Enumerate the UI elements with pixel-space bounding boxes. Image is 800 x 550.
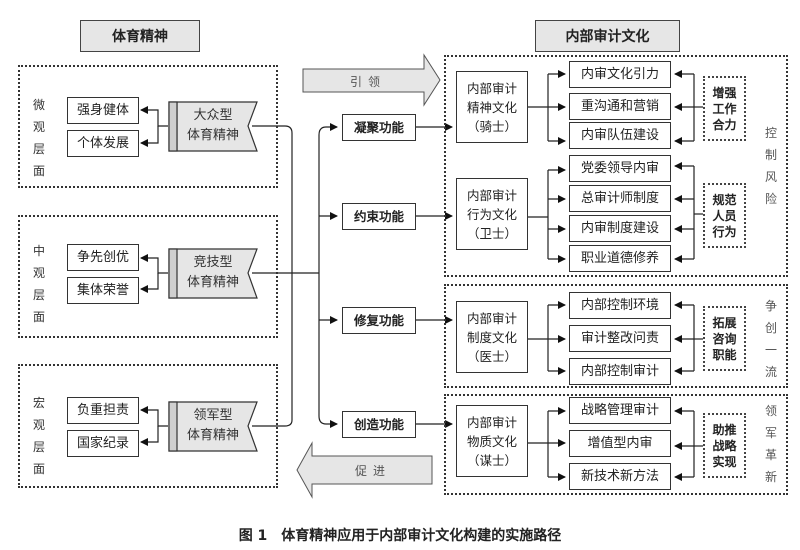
strive-first-class-group <box>444 284 788 388</box>
material-culture-box: 内部审计 物质文化 （谋士） <box>456 405 528 477</box>
culture-item-box: 职业道德修养 <box>569 245 671 272</box>
macro-level-group <box>18 364 278 488</box>
macro-level-label: 宏 观 层 面 <box>32 396 45 476</box>
culture-item-box: 新技术新方法 <box>569 463 671 490</box>
item-box: 国家纪录 <box>67 430 139 457</box>
competitive-spirit-flag: 竞技型 体育精神 <box>168 248 258 299</box>
culture-item-box: 重沟通和营销 <box>569 93 671 120</box>
culture-item-box: 增值型内审 <box>569 430 671 457</box>
function-constraint: 约束功能 <box>342 203 416 230</box>
function-cohesion: 凝聚功能 <box>342 114 416 141</box>
institutional-culture-box: 内部审计 制度文化 （医士） <box>456 301 528 373</box>
item-box: 强身健体 <box>67 97 139 124</box>
lead-innovation-group <box>444 394 788 495</box>
figure-caption: 图 1 体育精神应用于内部审计文化构建的实施路径 <box>238 528 562 544</box>
culture-item-box: 内审队伍建设 <box>569 122 671 149</box>
enhance-synergy-box: 增强 工作 合力 <box>703 76 746 141</box>
micro-level-label: 微 观 层 面 <box>32 98 45 178</box>
strive-first-class-label: 争 创 一 流 <box>764 299 777 379</box>
internal-audit-culture-title: 内部审计文化 <box>535 20 680 52</box>
control-risk-group <box>444 55 788 277</box>
spiritual-culture-box: 内部审计 精神文化 （骑士） <box>456 71 528 143</box>
item-box: 个体发展 <box>67 130 139 157</box>
behavioral-culture-box: 内部审计 行为文化 （卫士） <box>456 178 528 250</box>
expand-consulting-box: 拓展 咨询 职能 <box>703 306 746 371</box>
function-repair: 修复功能 <box>342 307 416 334</box>
lead-arrow <box>302 53 441 107</box>
item-box: 负重担责 <box>67 397 139 424</box>
control-risk-label: 控 制 风 险 <box>764 126 777 206</box>
culture-item-box: 总审计师制度 <box>569 185 671 212</box>
function-creation: 创造功能 <box>342 411 416 438</box>
mass-spirit-flag: 大众型 体育精神 <box>168 101 258 152</box>
item-box: 集体荣誉 <box>67 277 139 304</box>
micro-level-group <box>18 65 278 188</box>
meso-level-group <box>18 215 278 338</box>
culture-item-box: 内审文化引力 <box>569 61 671 88</box>
promote-arrow-label: 促进 <box>355 464 392 478</box>
culture-item-box: 战略管理审计 <box>569 397 671 424</box>
culture-item-box: 内部控制审计 <box>569 358 671 385</box>
lead-innovation-label: 领 军 革 新 <box>764 404 777 484</box>
culture-item-box: 内部控制环境 <box>569 292 671 319</box>
regulate-behavior-box: 规范 人员 行为 <box>703 183 746 248</box>
culture-item-box: 内审制度建设 <box>569 215 671 242</box>
item-box: 争先创优 <box>67 244 139 271</box>
culture-item-box: 党委领导内审 <box>569 155 671 182</box>
lead-arrow-label: 引领 <box>350 75 387 89</box>
promote-strategy-box: 助推 战略 实现 <box>703 413 746 478</box>
promote-arrow <box>296 441 433 499</box>
leading-spirit-flag: 领军型 体育精神 <box>168 401 258 452</box>
meso-level-label: 中 观 层 面 <box>32 244 45 324</box>
sports-spirit-title: 体育精神 <box>80 20 200 52</box>
culture-item-box: 审计整改问责 <box>569 325 671 352</box>
